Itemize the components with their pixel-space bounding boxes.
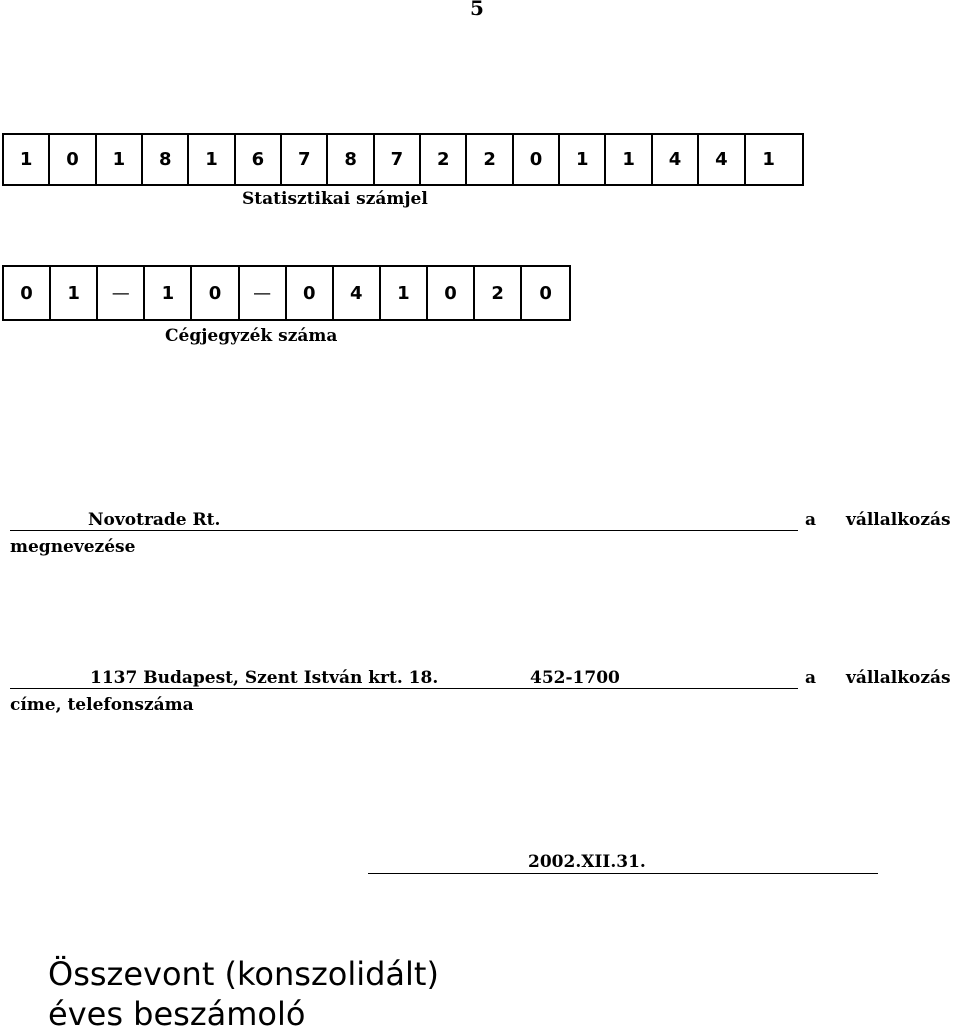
- company-name-underline: [10, 512, 798, 531]
- registry-number-digit: 0: [287, 267, 334, 319]
- registry-number-digit: 1: [51, 267, 99, 319]
- company-suffix: a vállalkozás: [805, 510, 951, 530]
- report-title-line-1: Összevont (konszolidált): [48, 955, 439, 993]
- registry-number-digit: 0: [192, 267, 240, 319]
- statistical-code-digit: 8: [328, 135, 375, 184]
- statistical-code-digit: 0: [50, 135, 97, 184]
- address-suffix-a: a: [805, 668, 817, 688]
- statistical-code-digit: 1: [560, 135, 607, 184]
- statistical-code-digit: 1: [97, 135, 144, 184]
- statistical-code-digit: 4: [699, 135, 746, 184]
- statistical-code-digit: 1: [606, 135, 653, 184]
- report-date: 2002.XII.31.: [528, 852, 646, 872]
- registry-number-digit: —: [240, 267, 287, 319]
- company-name-caption: megnevezése: [10, 537, 136, 557]
- registry-number-digit: 0: [428, 267, 476, 319]
- registry-number-digit: 0: [4, 267, 52, 319]
- statistical-code-digit: 2: [421, 135, 468, 184]
- page-number: 5: [470, 0, 484, 20]
- statistical-code-digit: 7: [282, 135, 329, 184]
- statistical-code-digit: 1: [762, 149, 775, 170]
- statistical-code-digit: 2: [467, 135, 514, 184]
- company-address: 1137 Budapest, Szent István krt. 18.: [90, 668, 439, 688]
- report-date-underline: [368, 855, 878, 874]
- address-suffix-word: vállalkozás: [845, 668, 951, 688]
- address-underline: [10, 670, 798, 689]
- statistical-code-digit: 7: [375, 135, 422, 184]
- address-suffix: a vállalkozás: [805, 668, 951, 688]
- company-phone: 452-1700: [530, 668, 620, 688]
- company-name: Novotrade Rt.: [88, 510, 221, 530]
- report-title-line-2: éves beszámoló: [48, 995, 306, 1033]
- registry-number-label: Cégjegyzék száma: [165, 326, 338, 346]
- registry-number-digit: 1: [145, 267, 193, 319]
- statistical-code-digit: 0: [514, 135, 561, 184]
- statistical-code-digit: 1: [189, 135, 236, 184]
- registry-number-digit: 2: [475, 267, 523, 319]
- registry-number-digit: 0: [539, 282, 552, 304]
- registry-number-digit: —: [98, 267, 146, 319]
- statistical-code-digit: 8: [143, 135, 190, 184]
- statistical-code-digit: 6: [236, 135, 283, 184]
- registry-number-digit: 4: [334, 267, 381, 319]
- statistical-code-digit: 4: [653, 135, 700, 184]
- company-suffix-a: a: [805, 510, 817, 530]
- registry-number-digit: 1: [381, 267, 428, 319]
- statistical-code-label: Statisztikai számjel: [242, 189, 428, 209]
- statistical-code-digit: 1: [4, 135, 51, 184]
- address-caption: címe, telefonszáma: [10, 695, 194, 715]
- company-suffix-word: vállalkozás: [845, 510, 951, 530]
